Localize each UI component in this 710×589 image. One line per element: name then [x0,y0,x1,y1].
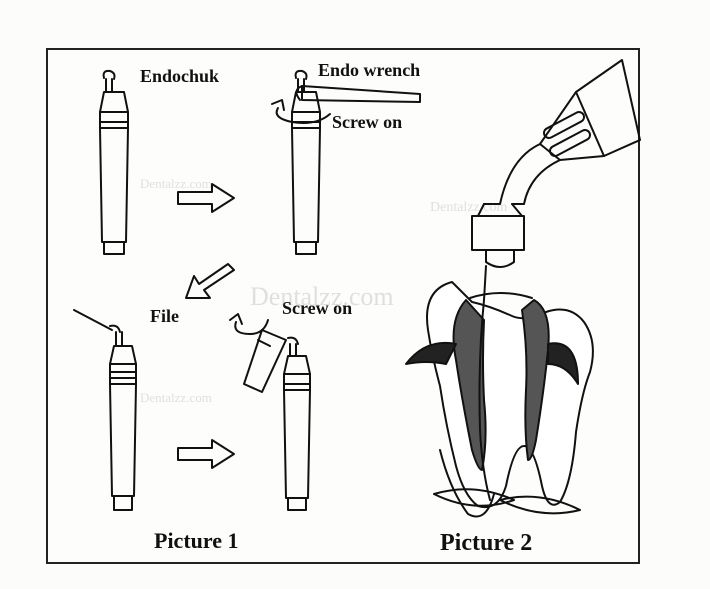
handpiece-with-file [73,309,137,511]
handpiece-head-large [471,59,641,268]
watermark-2: Dentalzz.com [430,200,508,215]
label-endo-wrench: Endo wrench [318,60,421,80]
handpiece-with-endochuk [99,69,129,255]
watermark-3: Dentalzz.com [250,282,394,311]
tooth-cross-section [405,265,594,518]
rotate-arrow-top-icon [271,99,331,124]
label-screw-on-bottom: Screw on [282,298,353,318]
label-file: File [150,306,179,326]
arrow-right-bottom [177,439,235,469]
endo-wrench-icon [295,85,421,103]
rotate-arrow-bottom-icon [229,313,269,335]
label-picture-2: Picture 2 [440,530,533,556]
wrench-bottom-icon [243,329,287,393]
arrow-down-left [185,263,235,299]
watermark-4: Dentalzz.com [140,390,212,405]
label-endochuk: Endochuk [140,66,220,86]
arrow-right-top [177,183,235,213]
watermark-1: Dentalzz.com [140,176,212,191]
label-picture-1: Picture 1 [154,528,239,553]
label-screw-on-top: Screw on [332,112,403,132]
handpiece-with-wrench [291,69,321,255]
handpiece-screw-on [283,336,311,511]
